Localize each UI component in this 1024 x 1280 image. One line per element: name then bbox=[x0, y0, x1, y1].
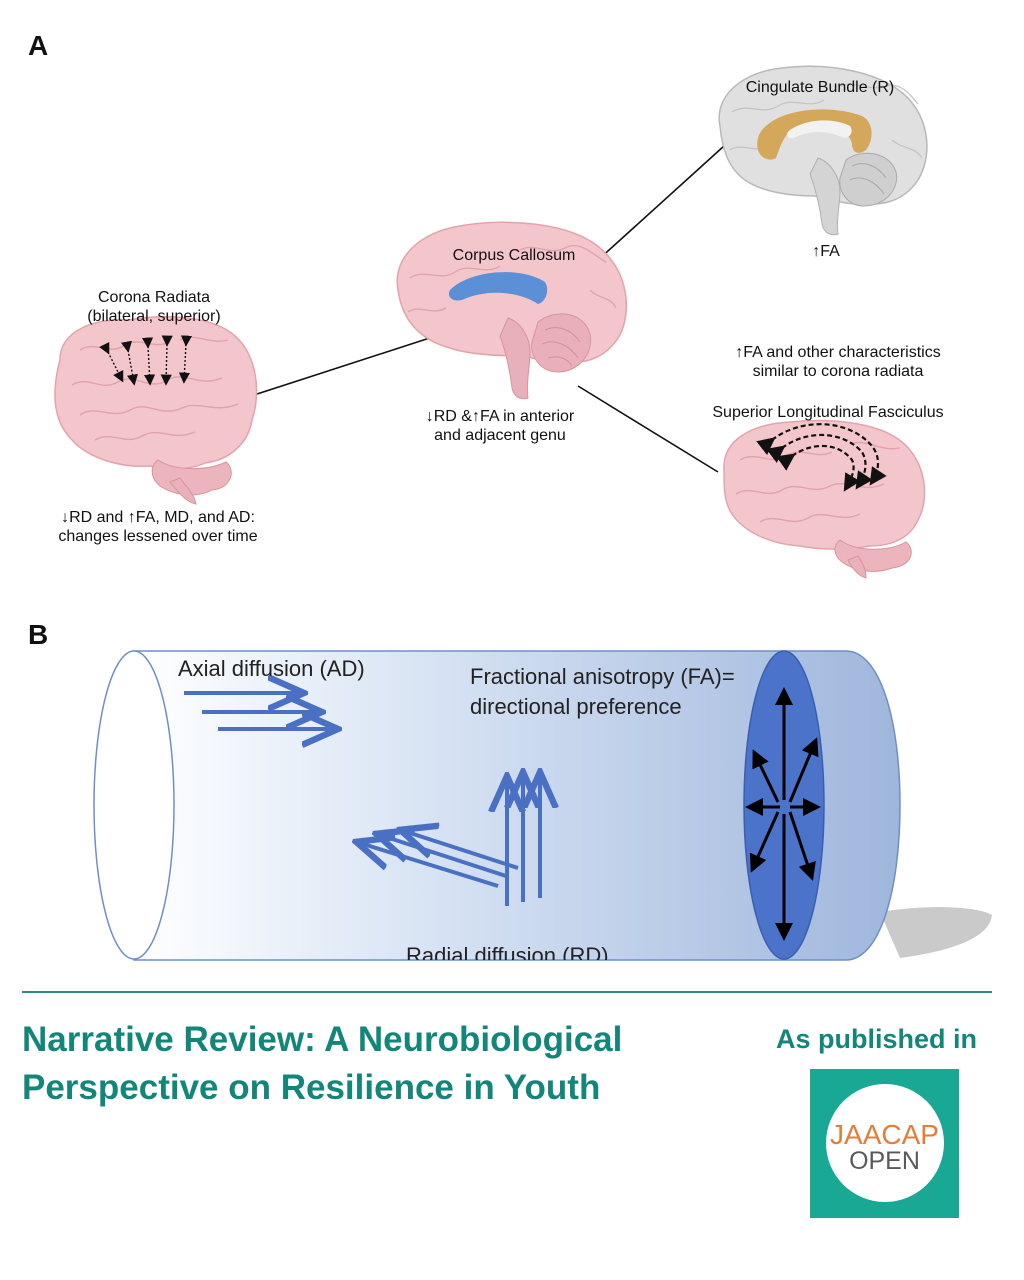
slf-title: Superior Longitudinal Fasciculus bbox=[712, 404, 944, 421]
corpus-callosum-title: Corpus Callosum bbox=[452, 247, 576, 264]
connector-line bbox=[597, 145, 725, 261]
logo-text-open: OPEN bbox=[849, 1147, 920, 1175]
corona-radiata-title-line2: (bilateral, superior) bbox=[87, 308, 221, 325]
superior-longitudinal-fasciculus-brain bbox=[723, 419, 926, 579]
article-title-line1: Narrative Review: A Neurobiological bbox=[22, 1020, 623, 1059]
slf-finding: ↑FA and other characteristics similar to… bbox=[720, 343, 956, 381]
corpus-callosum-finding: ↓RD &↑FA in anterior and adjacent genu bbox=[410, 407, 590, 445]
corpus-callosum-finding-line2: and adjacent genu bbox=[434, 427, 566, 444]
slf-finding-line2: similar to corona radiata bbox=[752, 363, 924, 380]
jaacap-open-logo[interactable]: JAACAP OPEN bbox=[810, 1069, 959, 1218]
article-title-line2: Perspective on Resilience in Youth bbox=[22, 1068, 601, 1107]
cingulate-bundle-finding: ↑FA bbox=[812, 243, 840, 260]
cingulate-bundle-title: Cingulate Bundle (R) bbox=[745, 79, 895, 96]
connector-line bbox=[577, 385, 719, 473]
axial-diffusion-label: Axial diffusion (AD) bbox=[178, 656, 365, 681]
corona-radiata-finding: ↓RD and ↑FA, MD, and AD: changes lessene… bbox=[40, 508, 276, 546]
fa-label-line2: directional preference bbox=[470, 694, 682, 719]
cingulate-bundle-brain bbox=[718, 65, 928, 236]
fa-label-line1: Fractional anisotropy (FA)= bbox=[470, 664, 735, 689]
radial-diffusion-label: Radial diffusion (RD) bbox=[406, 943, 609, 960]
footer-divider bbox=[22, 991, 992, 993]
published-in-label: As published in bbox=[776, 1024, 978, 1054]
slf-finding-line1: ↑FA and other characteristics bbox=[735, 344, 941, 361]
panel-a-letter: A bbox=[28, 30, 49, 61]
corona-radiata-finding-line2: changes lessened over time bbox=[58, 528, 258, 545]
radial-diffusion-clip: Radial diffusion (RD) bbox=[400, 938, 640, 960]
logo-text-jaacap: JAACAP bbox=[830, 1119, 939, 1150]
article-title: Narrative Review: A Neurobiological Pers… bbox=[22, 1016, 722, 1112]
diffusion-cylinder bbox=[93, 650, 992, 961]
corona-radiata-brain bbox=[54, 315, 258, 505]
corona-radiata-title: Corona Radiata (bilateral, superior) bbox=[64, 288, 244, 326]
corona-radiata-title-line1: Corona Radiata bbox=[97, 289, 211, 306]
corona-radiata-finding-line1: ↓RD and ↑FA, MD, and AD: bbox=[61, 509, 255, 526]
corpus-callosum-finding-line1: ↓RD &↑FA in anterior bbox=[425, 408, 575, 425]
logo-circle bbox=[826, 1084, 944, 1202]
connector-line bbox=[253, 333, 443, 396]
panel-b-letter: B bbox=[28, 619, 49, 650]
corpus-callosum-brain bbox=[396, 221, 628, 400]
fractional-anisotropy-label: Fractional anisotropy (FA)= directional … bbox=[470, 662, 735, 722]
